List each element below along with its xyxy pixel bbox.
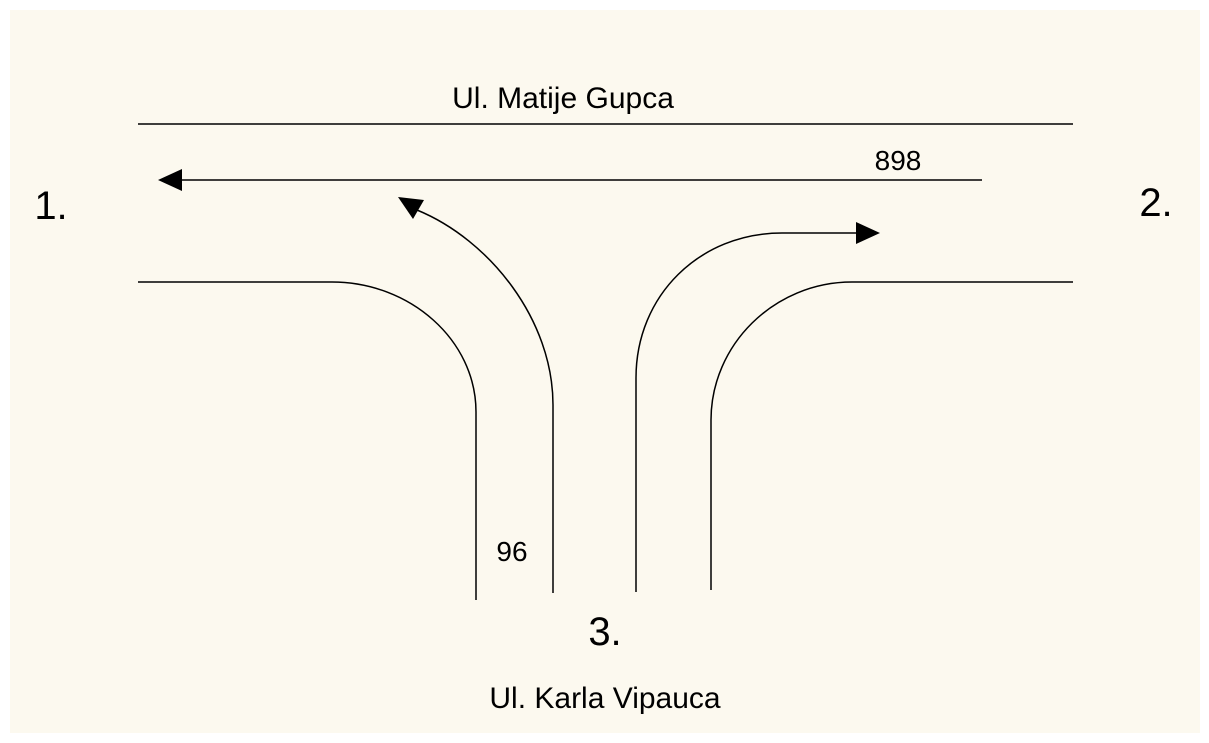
through-movement-arrowhead — [158, 169, 182, 191]
left-turn-movement-line — [416, 209, 554, 593]
left-turn-movement-arrowhead — [398, 197, 424, 219]
left-turn-flow-label: 96 — [496, 536, 527, 567]
approach-3-label: 3. — [588, 610, 621, 654]
through-flow-label: 898 — [875, 145, 922, 176]
approach-1-label: 1. — [34, 184, 67, 228]
side-street-label: Ul. Karla Vipauca — [489, 682, 721, 715]
right-turn-movement-arrowhead — [856, 222, 880, 244]
main-street-label: Ul. Matije Gupca — [452, 82, 674, 115]
right-turn-movement-line — [635, 232, 857, 592]
main-road-south-edge-west — [138, 281, 477, 600]
diagram-background — [10, 10, 1200, 733]
approach-2-label: 2. — [1139, 181, 1172, 225]
main-road-south-edge-east — [710, 281, 1073, 590]
